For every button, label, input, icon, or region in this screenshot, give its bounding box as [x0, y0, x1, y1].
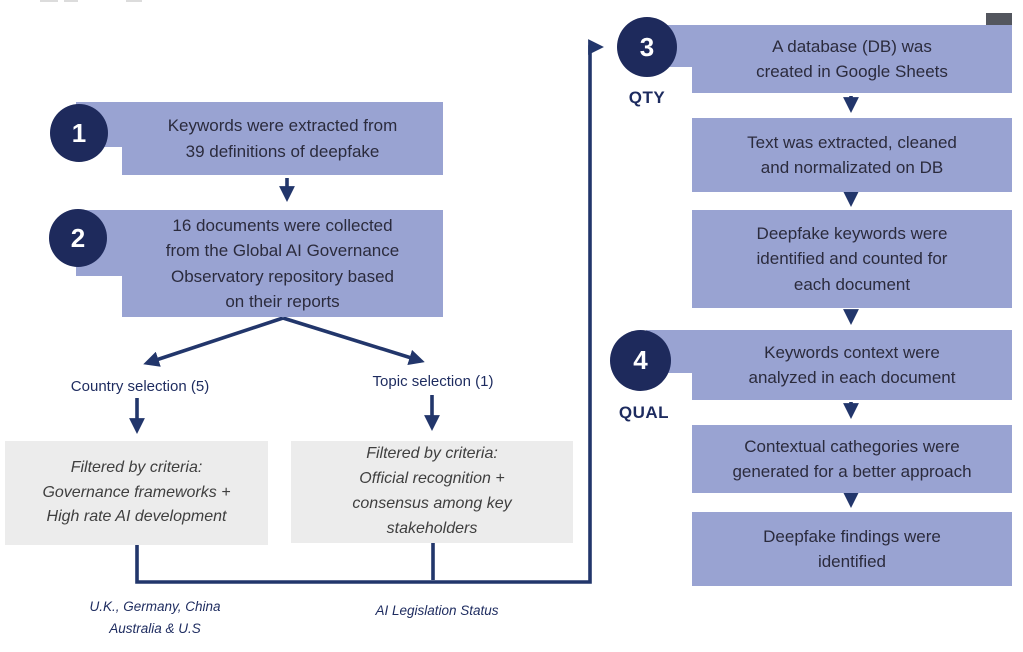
country-outcome-label: U.K., Germany, China Australia & U.S: [89, 599, 221, 636]
topic-criteria-text: Filtered by criteria: Official recogniti…: [352, 445, 512, 537]
step-3-number: 3: [639, 31, 655, 62]
qual-label: QUAL: [618, 403, 670, 422]
step-3-circle: 3: [617, 17, 677, 77]
arrow-split-right: [282, 316, 425, 366]
step-4-number: 4: [633, 345, 648, 375]
step-2-text: 16 documents were collected from the Glo…: [165, 215, 400, 312]
qual-box-3: Deepfake findings were identified: [692, 512, 1012, 586]
topic-selection-label: Topic selection (1): [372, 373, 494, 390]
qty-box-3-text: Deepfake keywords were identified and co…: [756, 223, 948, 294]
country-selection-label: Country selection (5): [70, 378, 210, 395]
step-1-number: 1: [71, 117, 87, 148]
qual-box-1: Keywords context were analyzed in each d…: [646, 330, 1012, 400]
qual-box-1-text: Keywords context were analyzed in each d…: [748, 342, 956, 388]
arrow-split-left: [143, 316, 284, 367]
step-2-number: 2: [70, 222, 86, 253]
step-1-text: Keywords were extracted from 39 definiti…: [167, 116, 398, 161]
step-4-circle: 4: [610, 330, 671, 391]
qual-box-2: Contextual cathegories were generated fo…: [692, 425, 1012, 493]
qty-box-1-text: A database (DB) was created in Google Sh…: [756, 36, 948, 82]
topic-outcome-label: AI Legislation Status: [375, 603, 499, 618]
qual-box-3-text: Deepfake findings were identified: [763, 526, 941, 572]
topic-criteria-box: Filtered by criteria: Official recogniti…: [291, 441, 573, 543]
qty-box-3: Deepfake keywords were identified and co…: [692, 210, 1012, 308]
step-2-circle: 2: [49, 209, 107, 267]
cropped-title-artifact: [64, 0, 78, 2]
step-1-circle: 1: [50, 104, 108, 162]
qty-box-2-text: Text was extracted, cleaned and normaliz…: [747, 132, 957, 178]
cropped-title-artifact: [40, 0, 58, 2]
country-criteria-text: Filtered by criteria: Governance framewo…: [42, 458, 231, 526]
step-2-box: 16 documents were collected from the Glo…: [76, 210, 443, 317]
qty-label: QTY: [628, 88, 666, 107]
qual-box-2-text: Contextual cathegories were generated fo…: [732, 436, 972, 482]
qty-box-1: A database (DB) was created in Google Sh…: [646, 25, 1012, 93]
step-1-box: Keywords were extracted from 39 definiti…: [76, 102, 443, 175]
cropped-title-artifact: [126, 0, 142, 2]
accent-notch: [986, 13, 1012, 27]
qty-box-2: Text was extracted, cleaned and normaliz…: [692, 118, 1012, 192]
country-criteria-box: Filtered by criteria: Governance framewo…: [5, 441, 268, 545]
